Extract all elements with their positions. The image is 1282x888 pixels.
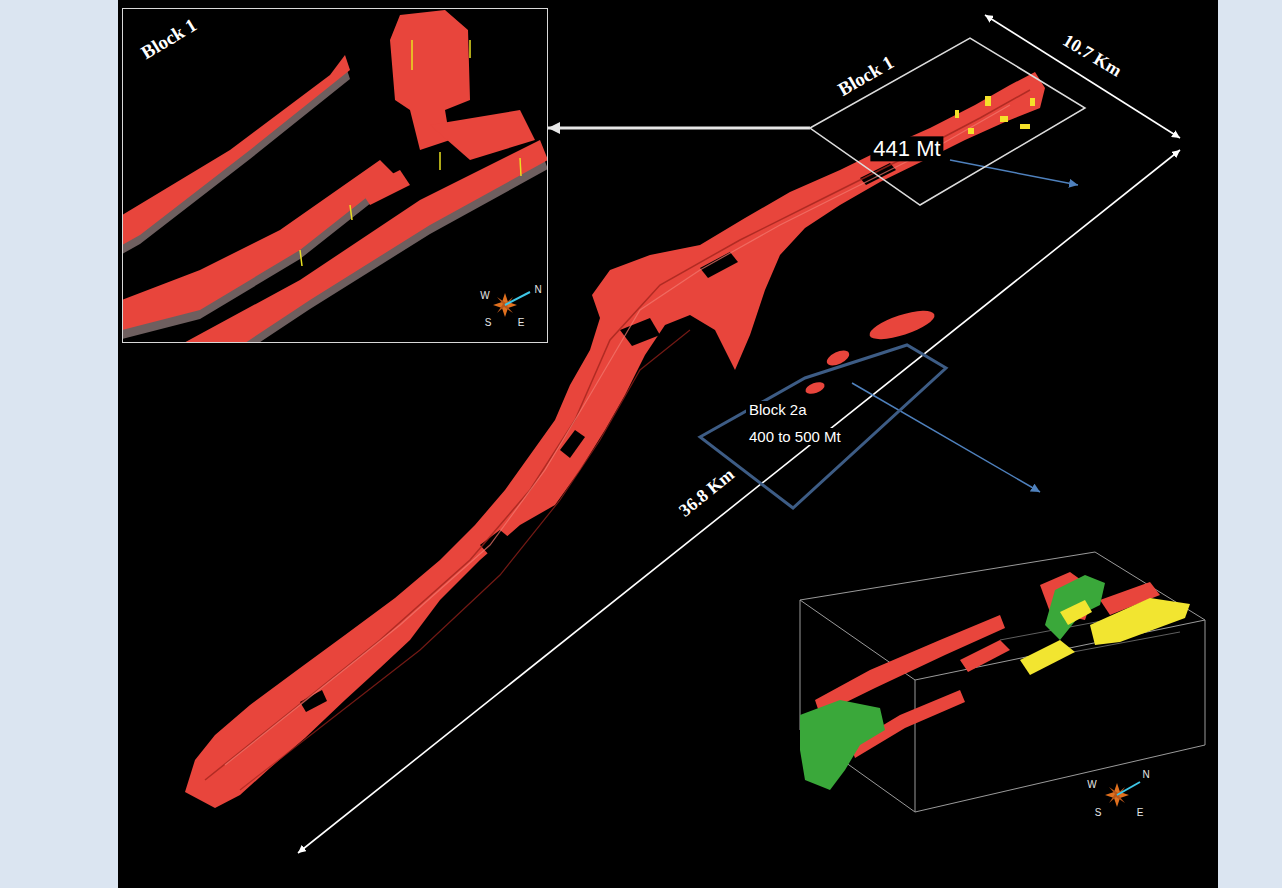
black-panel: [118, 0, 1218, 888]
compass-letter: W: [1087, 779, 1096, 790]
ore-body-green: [800, 700, 885, 790]
compass-letter: E: [1137, 807, 1144, 818]
inset-illustration: [123, 10, 547, 342]
ore-body: [960, 640, 1010, 672]
ore-body: [185, 72, 1045, 808]
block-2a-model: [800, 552, 1205, 812]
compass-letter: E: [518, 317, 525, 328]
ore-body-yellow: [1020, 640, 1075, 675]
drill-trace: [955, 110, 959, 118]
ore-body: [180, 140, 547, 342]
dimension-label: 10.7 Km: [1056, 29, 1127, 83]
block-name: Block 1: [832, 50, 901, 102]
drill-trace: [520, 158, 521, 176]
drill-trace: [439, 152, 441, 170]
block-outline-shape: [700, 345, 946, 509]
drill-trace: [985, 96, 991, 106]
dimension-line: [298, 150, 1180, 853]
model-frame: [1205, 620, 1206, 745]
compass-letter: S: [485, 317, 492, 328]
block-outline: Block 2a 400 to 500 Mt: [700, 345, 946, 509]
model-frame: [915, 680, 916, 812]
leader-arrow: [852, 383, 1040, 492]
block-name: Block 1: [135, 12, 203, 65]
drill-trace: [1030, 98, 1035, 106]
ore-body: [185, 72, 1045, 808]
drill-trace: [350, 205, 352, 220]
block-outline-shape: [810, 38, 1086, 206]
compass-needle: [505, 292, 530, 305]
ore-body-hole: [700, 252, 738, 278]
ore-island: [867, 305, 938, 345]
ore-texture: [205, 90, 1030, 780]
block-outline-shape: [700, 345, 946, 508]
drill-trace: [300, 250, 302, 266]
ore-body: [360, 170, 410, 205]
compass-letter: N: [534, 284, 541, 295]
drill-trace: [411, 40, 413, 70]
compass-letter: S: [1095, 807, 1102, 818]
ore-texture: [240, 330, 690, 790]
ore-body-hole: [560, 430, 585, 458]
drill-trace: [1020, 124, 1030, 129]
compass-letter: W: [480, 290, 489, 301]
ore-shadow: [123, 64, 547, 342]
drill-trace: [1000, 116, 1008, 122]
ore-body-yellow: [1060, 600, 1092, 625]
ore-island: [804, 380, 826, 396]
compass-needle: [1117, 782, 1140, 795]
model-frame: [800, 552, 1205, 680]
compass-letter: N: [1142, 769, 1149, 780]
block-outline-shape: [810, 38, 1085, 205]
leader-arrow: [950, 160, 1078, 185]
model-frame: [800, 600, 801, 730]
ore-body-yellow: [1090, 598, 1190, 645]
connector-arrow: [548, 127, 810, 130]
dimension-label: 36.8 Km: [673, 463, 741, 523]
tonnage-label: 441 Mt: [870, 136, 943, 161]
tonnage-label: 400 to 500 Mt: [746, 428, 844, 445]
dimension-line: [985, 15, 1180, 138]
drill-trace: [469, 40, 471, 58]
drill-trace: [968, 128, 974, 134]
block-name: Block 2a: [746, 401, 810, 418]
block-outline: Block 1 441 Mt: [810, 38, 1086, 206]
